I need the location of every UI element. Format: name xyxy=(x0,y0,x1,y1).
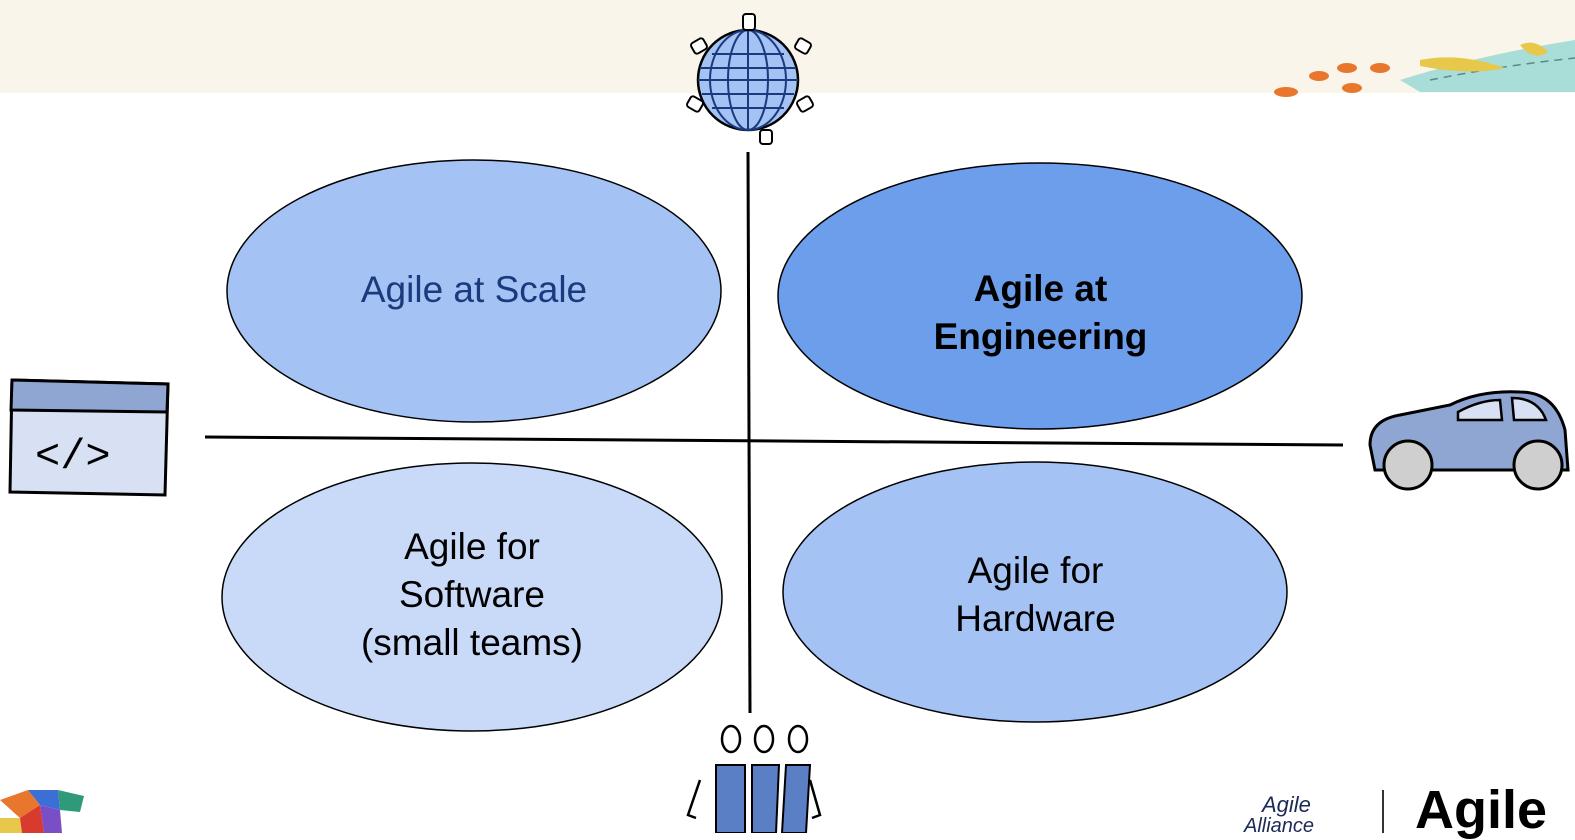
globe-icon xyxy=(686,13,814,145)
quadrant-top-right-ellipse xyxy=(777,162,1303,430)
horizontal-axis-line xyxy=(204,435,1344,447)
agile-alliance-logo-line1: Agile xyxy=(1262,792,1311,817)
quadrant-label-agile-for-software: Agile for Software (small teams) xyxy=(360,526,584,663)
colorful-mosaic-logo-icon xyxy=(0,790,84,833)
quadrant-label-agile-at-scale: Agile at Scale xyxy=(360,269,588,310)
decorative-brush-icon xyxy=(1274,40,1575,97)
quadrant-top-left-ellipse xyxy=(226,159,722,423)
quadrant-bottom-left-ellipse xyxy=(221,462,723,732)
agile-alliance-logo-line2: Alliance xyxy=(1244,815,1315,837)
quadrant-label-agile-for-hardware: Agile for Hardware xyxy=(955,550,1116,639)
quadrant-label-agile-at-engineering: Agile at Engineering xyxy=(933,268,1148,357)
team-people-icon xyxy=(686,724,822,833)
quadrant-bottom-right-ellipse xyxy=(782,461,1288,723)
code-window-icon: </> xyxy=(8,378,170,497)
agile-brand-logo-text: Agile xyxy=(1415,780,1548,840)
vertical-axis-line xyxy=(746,151,752,714)
car-icon xyxy=(1368,390,1570,491)
svg-text:</>: </> xyxy=(35,433,111,481)
